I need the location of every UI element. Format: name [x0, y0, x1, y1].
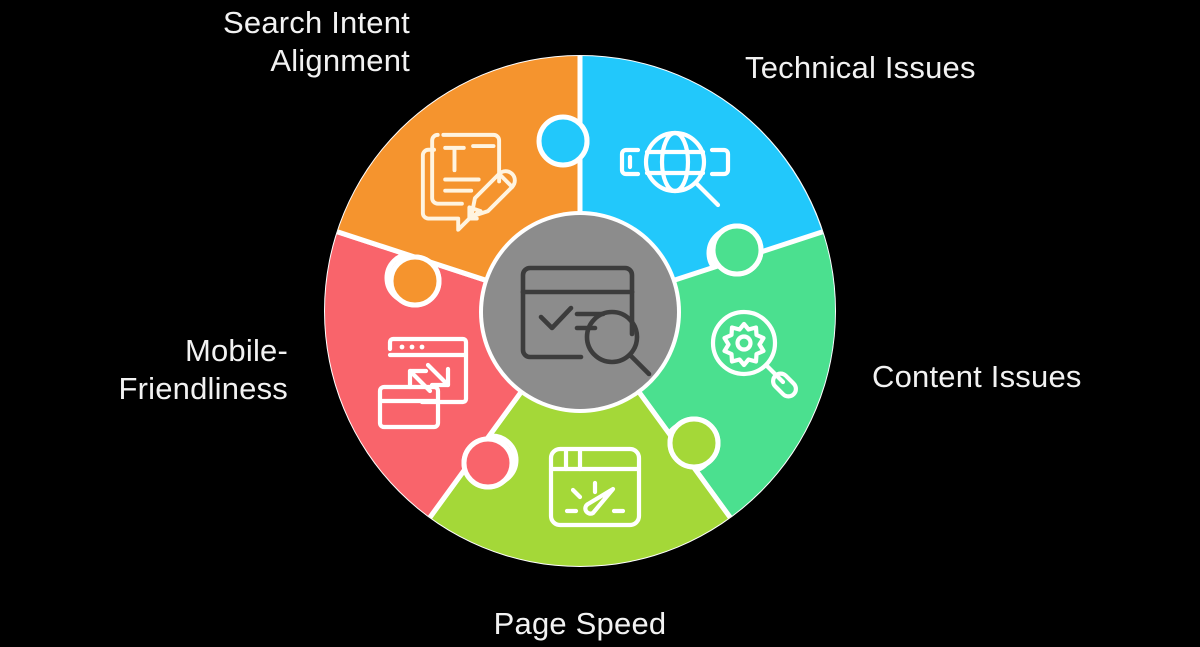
- label-content-issues: Content Issues: [872, 359, 1082, 394]
- label-technical-issues: Technical Issues: [745, 50, 976, 85]
- browser-check-magnifier-icon: [520, 265, 652, 377]
- label-mobile-friendliness: Mobile- Friendliness: [118, 333, 288, 406]
- puzzle-knob-red: [461, 436, 515, 490]
- document-pencil-text-icon: [420, 132, 517, 232]
- puzzle-knob-orange: [388, 254, 442, 308]
- label-search-intent-alignment: Search Intent Alignment: [223, 5, 410, 78]
- label-page-speed: Page Speed: [493, 606, 667, 641]
- puzzle-knob-green: [710, 223, 764, 277]
- responsive-browser-arrows-icon: [377, 336, 469, 430]
- magnifier-gear-icon: [710, 309, 798, 399]
- puzzle-knob-blue-top: [536, 114, 590, 168]
- globe-magnifier-icon: [619, 130, 731, 208]
- puzzle-knob-lime: [667, 416, 721, 470]
- browser-speedometer-icon: [548, 446, 642, 528]
